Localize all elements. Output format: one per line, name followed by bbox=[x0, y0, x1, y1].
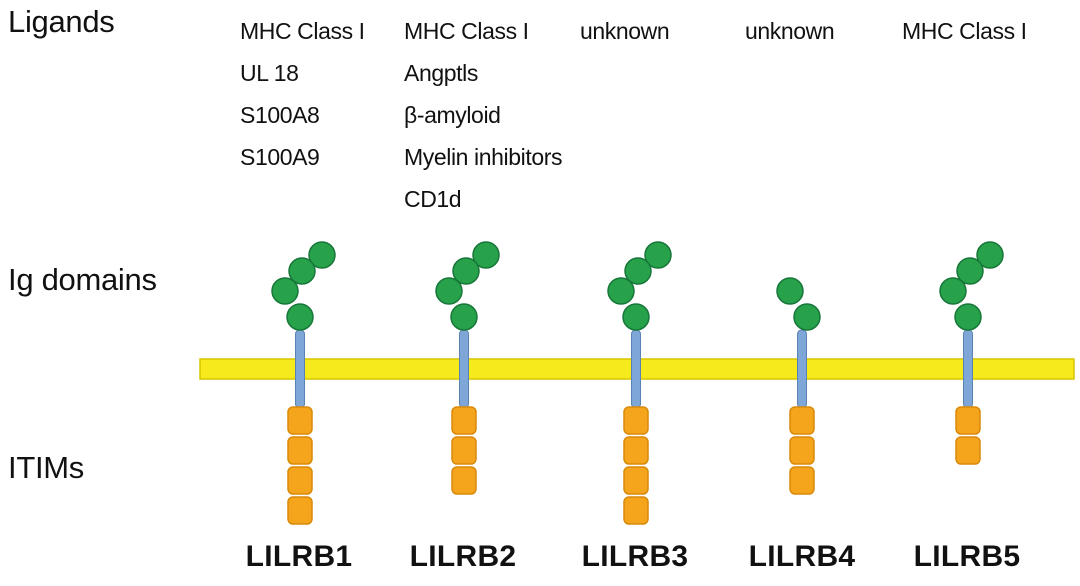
ig-domain bbox=[472, 241, 500, 269]
itim-block bbox=[623, 466, 649, 495]
ligand-list-lilrb4: unknown bbox=[745, 10, 835, 52]
ligand-item: S100A9 bbox=[240, 144, 320, 170]
itim-block bbox=[451, 466, 477, 495]
ig-domain bbox=[450, 303, 478, 331]
ligand-list-lilrb2: MHC Class I Angptls β-amyloid Myelin inh… bbox=[404, 10, 563, 220]
transmembrane-stalk bbox=[797, 329, 807, 409]
transmembrane-stalk bbox=[295, 329, 305, 409]
ig-domain bbox=[308, 241, 336, 269]
itim-block bbox=[287, 436, 313, 465]
itim-block bbox=[451, 406, 477, 435]
ig-domain bbox=[976, 241, 1004, 269]
ligand-item: β-amyloid bbox=[404, 102, 501, 128]
ig-domain bbox=[954, 303, 982, 331]
row-label-ligands: Ligands bbox=[8, 4, 115, 39]
receptor-name-lilrb4: LILRB4 bbox=[748, 540, 856, 573]
receptor-name-lilrb5: LILRB5 bbox=[913, 540, 1021, 573]
ig-domain bbox=[286, 303, 314, 331]
itim-block bbox=[955, 436, 981, 465]
ligand-list-lilrb5: MHC Class I bbox=[902, 10, 1027, 52]
itim-block bbox=[623, 496, 649, 525]
ligand-list-lilrb1: MHC Class I UL 18 S100A8 S100A9 bbox=[240, 10, 365, 178]
itim-block bbox=[955, 406, 981, 435]
ligand-item: S100A8 bbox=[240, 102, 320, 128]
row-label-ig-domains: Ig domains bbox=[8, 262, 157, 297]
ligand-item: Myelin inhibitors bbox=[404, 144, 563, 170]
itim-block bbox=[789, 466, 815, 495]
ligand-item: UL 18 bbox=[240, 60, 299, 86]
itim-block bbox=[789, 406, 815, 435]
ligand-item: MHC Class I bbox=[240, 18, 365, 44]
receptor-name-lilrb3: LILRB3 bbox=[581, 540, 689, 573]
ig-domain bbox=[624, 257, 652, 285]
ligand-item: unknown bbox=[580, 18, 670, 44]
ig-domain bbox=[607, 277, 635, 305]
itim-block bbox=[451, 436, 477, 465]
itim-block bbox=[789, 436, 815, 465]
receptor-lilrb5 bbox=[939, 241, 1004, 465]
ig-domain bbox=[939, 277, 967, 305]
ig-domain bbox=[793, 303, 821, 331]
itim-block bbox=[623, 406, 649, 435]
receptor-lilrb2 bbox=[435, 241, 500, 495]
ig-domain bbox=[776, 277, 804, 305]
ligand-item: CD1d bbox=[404, 186, 462, 212]
ig-domain bbox=[271, 277, 299, 305]
ig-domain bbox=[644, 241, 672, 269]
ligand-item: MHC Class I bbox=[404, 18, 529, 44]
transmembrane-stalk bbox=[963, 329, 973, 409]
ligand-item: MHC Class I bbox=[902, 18, 1027, 44]
ig-domain bbox=[452, 257, 480, 285]
transmembrane-stalk bbox=[631, 329, 641, 409]
ig-domain bbox=[435, 277, 463, 305]
itim-block bbox=[287, 496, 313, 525]
ligand-list-lilrb3: unknown bbox=[580, 10, 670, 52]
receptor-name-lilrb1: LILRB1 bbox=[245, 540, 353, 573]
ligand-item: Angptls bbox=[404, 60, 478, 86]
receptor-lilrb4 bbox=[776, 277, 821, 495]
transmembrane-stalk bbox=[459, 329, 469, 409]
itim-block bbox=[287, 466, 313, 495]
itim-block bbox=[623, 436, 649, 465]
ig-domain bbox=[956, 257, 984, 285]
ligand-item: unknown bbox=[745, 18, 835, 44]
itim-block bbox=[287, 406, 313, 435]
receptor-lilrb1 bbox=[271, 241, 336, 525]
row-label-itims: ITIMs bbox=[8, 450, 84, 485]
receptor-lilrb3 bbox=[607, 241, 672, 525]
ig-domain bbox=[622, 303, 650, 331]
receptor-name-lilrb2: LILRB2 bbox=[409, 540, 517, 573]
ig-domain bbox=[288, 257, 316, 285]
